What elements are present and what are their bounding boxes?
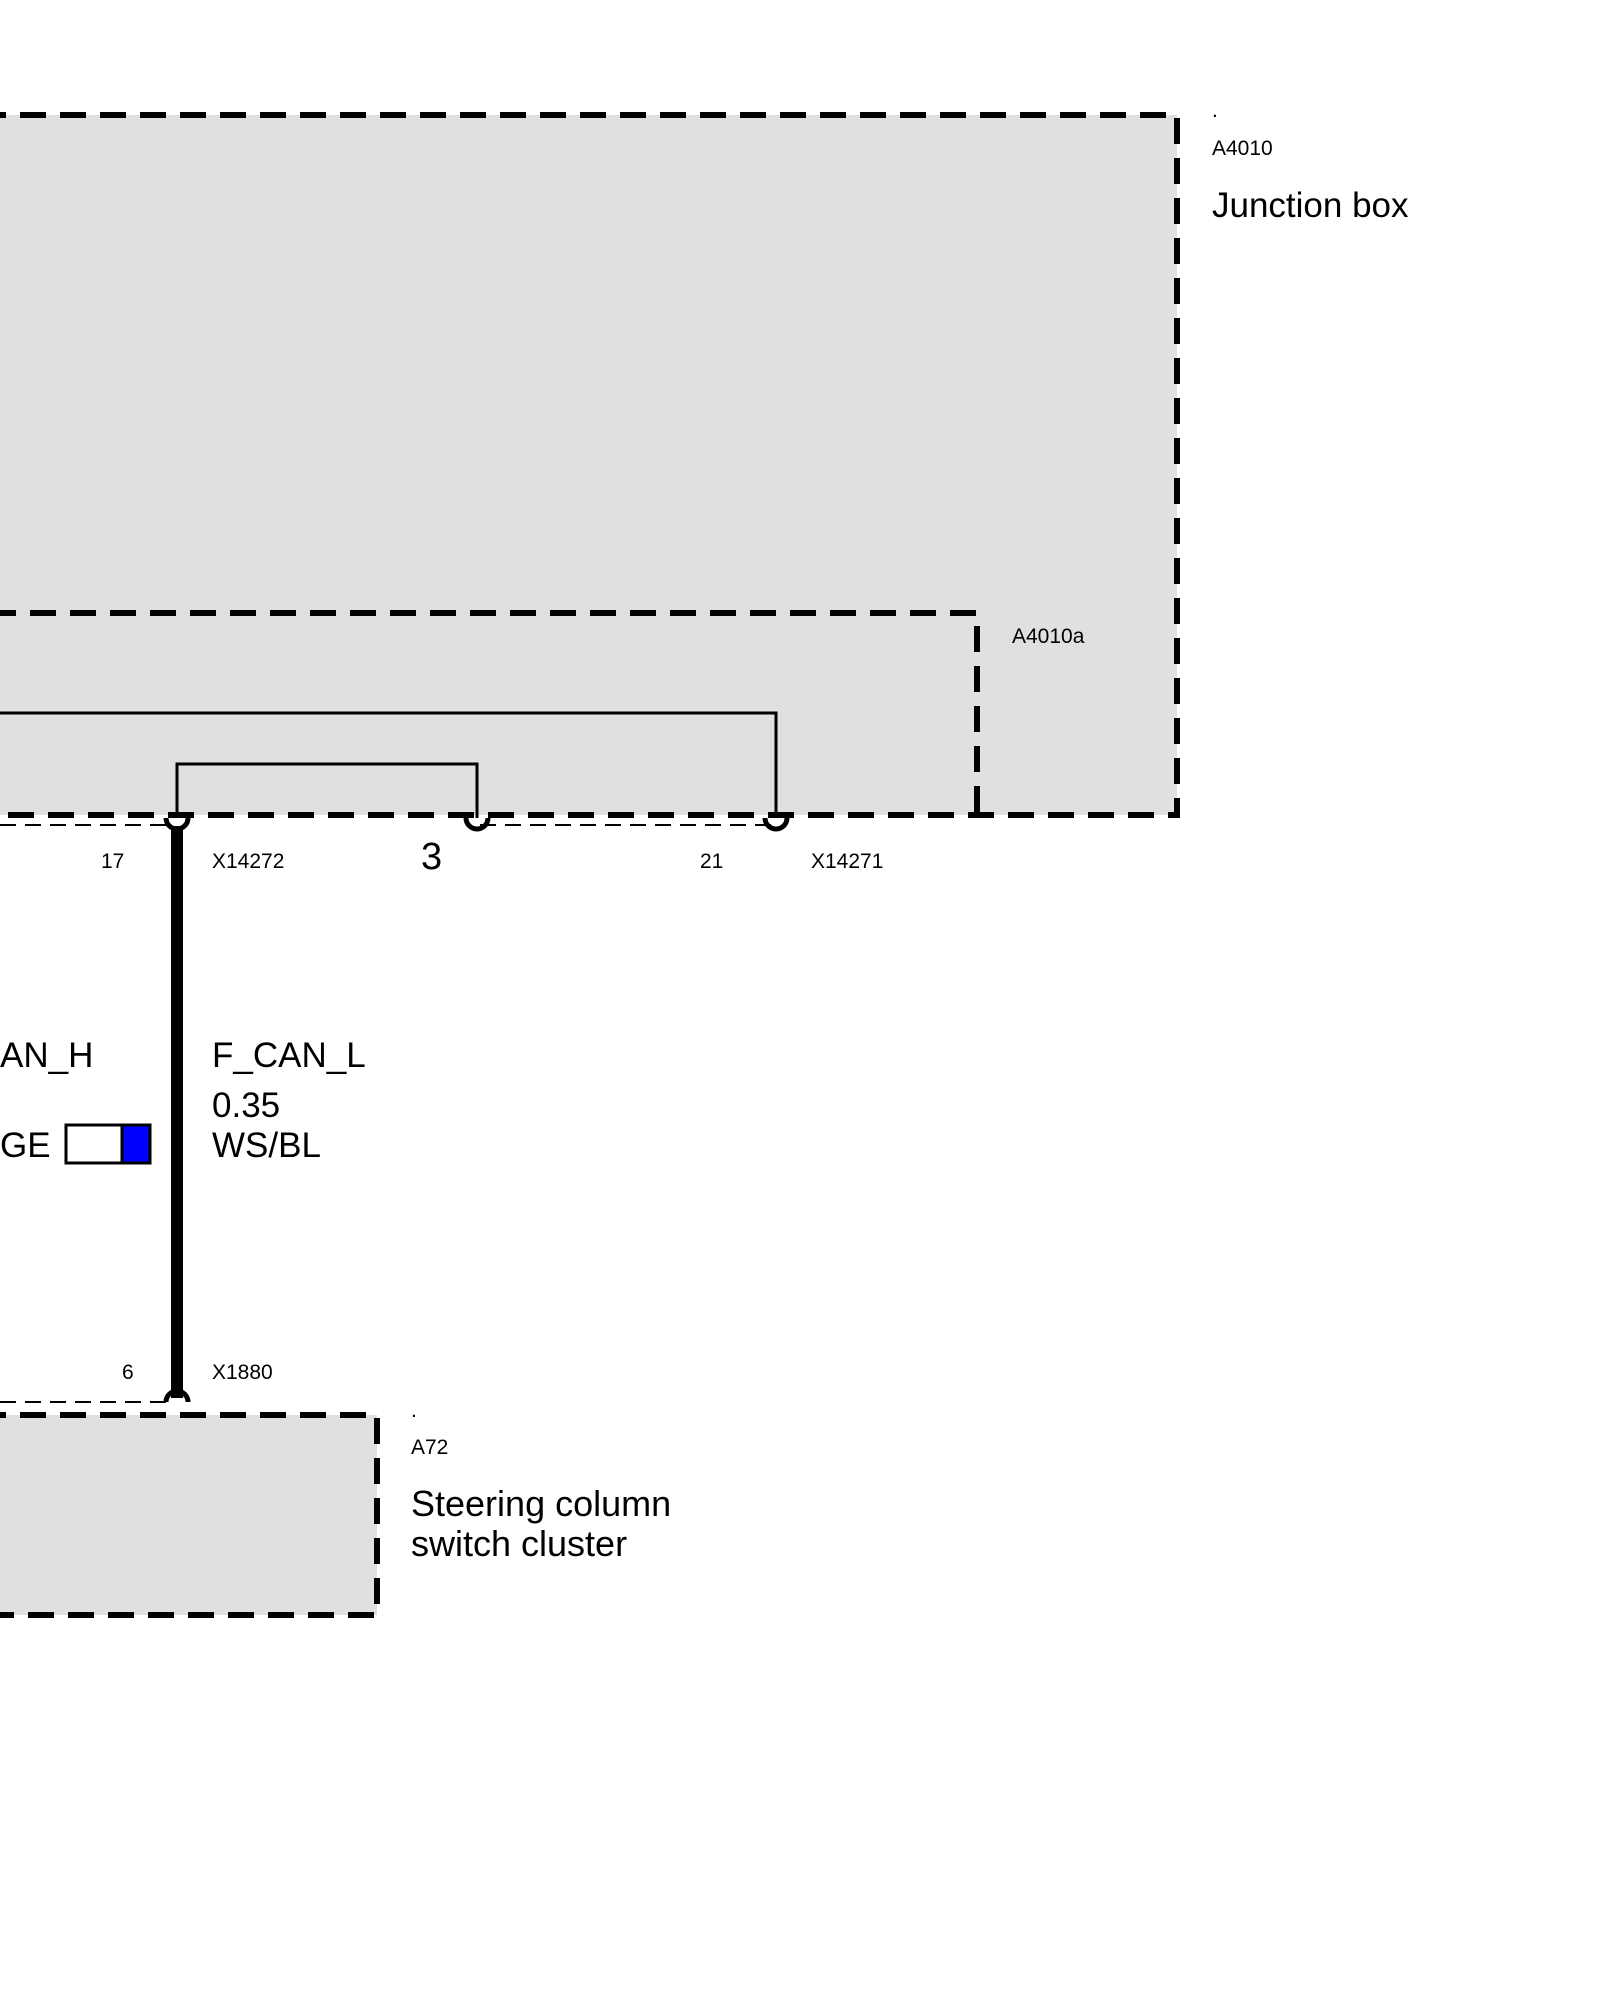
pin-terminal-3: [463, 817, 491, 832]
wire-color-swatch-white: [64, 1123, 124, 1165]
junction-box-dot: .: [1212, 99, 1218, 122]
steering-column-name-line1: Steering column: [411, 1483, 672, 1524]
pin-number-3: 3: [421, 836, 443, 878]
connector-id-x14272: X14272: [212, 850, 285, 873]
internal-wire-long: [0, 711, 778, 818]
internal-wire-bridge: [175, 762, 479, 818]
connector-id-x14271: X14271: [811, 850, 884, 873]
junction-box-name: Junction box: [1212, 186, 1409, 225]
junction-box-submodule-id: A4010a: [1012, 625, 1085, 648]
wire-signal-left: AN_H: [0, 1036, 94, 1075]
pin-number-17: 17: [101, 850, 125, 873]
pin-number-21: 21: [700, 850, 724, 873]
pin-terminal-21: [762, 817, 790, 832]
wire-color-code-main: WS/BL: [212, 1126, 321, 1165]
wire-signal-main: F_CAN_L: [212, 1036, 366, 1075]
junction-box-submodule-outline: [0, 610, 980, 813]
junction-box-outline: [0, 112, 1180, 818]
wire-color-code-left: GE: [0, 1126, 51, 1165]
pin-terminal-6: [163, 1388, 191, 1403]
connector-id-x1880: X1880: [212, 1361, 273, 1384]
wire-color-swatch-blue: [120, 1123, 152, 1165]
wire-cross-section: 0.35: [212, 1086, 281, 1125]
steering-column-name-line2: switch cluster: [411, 1523, 628, 1564]
steering-column-id: A72: [411, 1436, 449, 1459]
steering-column-dot: .: [411, 1399, 417, 1422]
steering-column-box-outline: [0, 1412, 380, 1618]
pin-number-6: 6: [122, 1361, 134, 1384]
junction-box-id: A4010: [1212, 137, 1273, 160]
